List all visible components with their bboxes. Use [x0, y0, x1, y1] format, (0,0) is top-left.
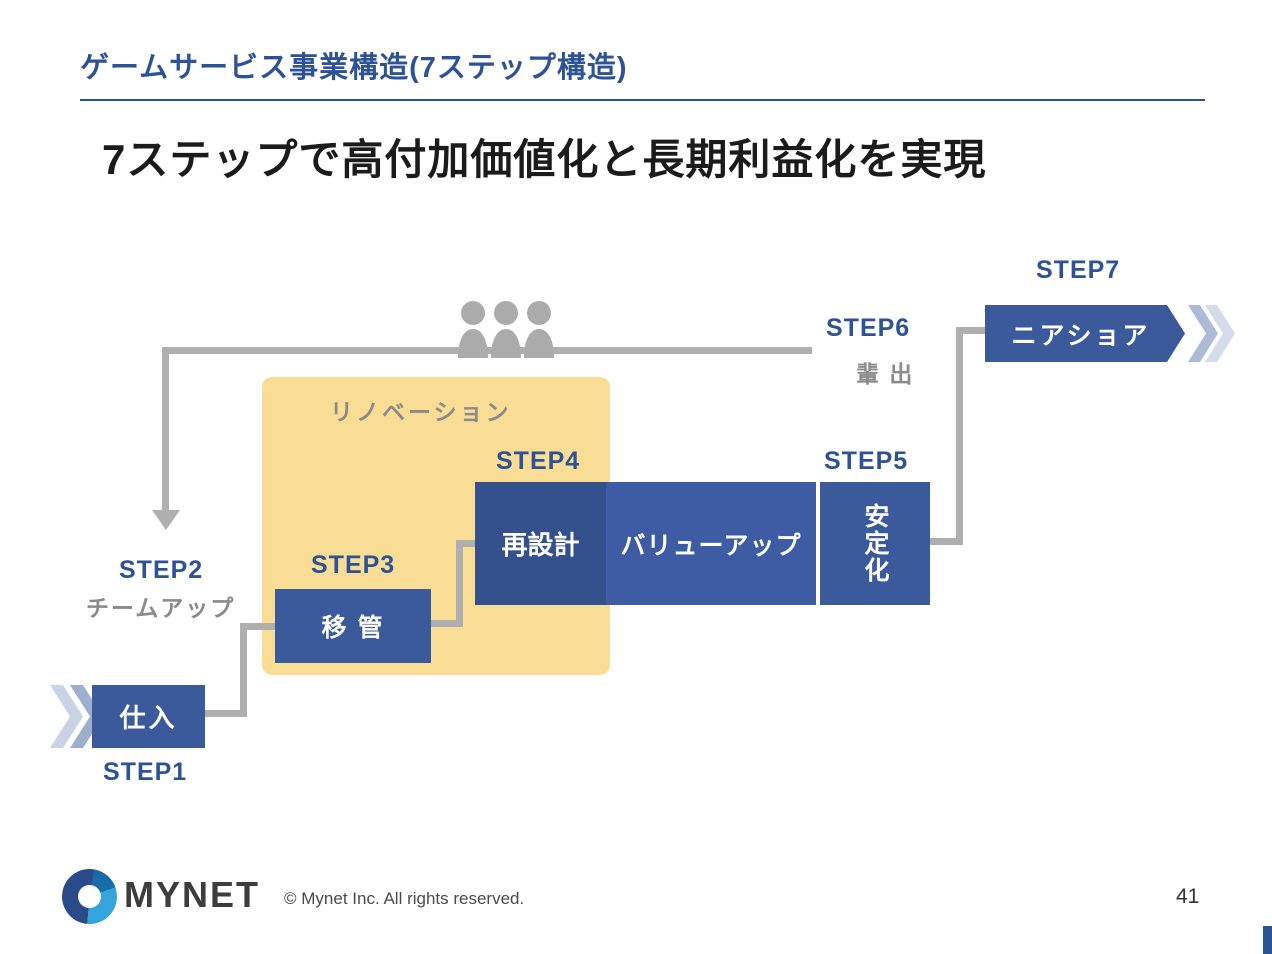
step4-box-redesign: 再設計 — [475, 482, 606, 605]
step6-label: STEP6 — [826, 314, 911, 342]
step1-label: STEP1 — [103, 758, 188, 786]
step3-label: STEP3 — [311, 551, 396, 579]
step7-label: STEP7 — [1036, 256, 1121, 284]
connector-step5-step7-c — [956, 327, 986, 334]
step5-label: STEP5 — [824, 447, 909, 475]
page-number: 41 — [1176, 885, 1200, 908]
connector-step3-step4-c — [456, 540, 476, 547]
renovation-label: リノベーション — [330, 399, 512, 425]
mynet-logo-icon — [62, 869, 117, 924]
feedback-arrowhead-icon — [152, 510, 180, 530]
connector-step1-step3-c — [240, 623, 276, 630]
copyright-text: © Mynet Inc. All rights reserved. — [284, 889, 525, 908]
step4-label: STEP4 — [496, 447, 581, 475]
step6-sublabel: 輩 出 — [856, 361, 915, 387]
step1-box: 仕入 — [92, 685, 205, 748]
step4-box-valueup: バリューアップ — [606, 482, 816, 605]
connector-step5-step7-b — [956, 327, 963, 545]
outbound-double-chevron-right-icon — [1188, 305, 1235, 362]
connector-feedback-vertical — [162, 347, 169, 513]
step2-sublabel: チームアップ — [86, 595, 236, 621]
connector-step1-step3-b — [240, 623, 247, 717]
brand-name: MYNET — [124, 874, 260, 915]
connector-step5-step7-a — [929, 538, 963, 545]
slide-section-title: ゲームサービス事業構造(7ステップ構造) — [80, 52, 628, 84]
mynet-logo-center — [78, 885, 101, 908]
connector-step1-step3-a — [204, 710, 247, 717]
step2-label: STEP2 — [119, 556, 204, 584]
connector-step3-step4-a — [430, 620, 463, 627]
page-title: 7ステップで高付加価値化と長期利益化を実現 — [102, 136, 987, 183]
step7-box: ニアショア — [985, 305, 1185, 362]
connector-step3-step4-b — [456, 540, 463, 627]
slide-edge-accent — [1263, 926, 1272, 954]
header-divider — [80, 99, 1205, 101]
step5-box: 安定化 — [820, 482, 930, 605]
people-icon — [458, 301, 554, 358]
step3-box: 移 管 — [275, 589, 431, 663]
